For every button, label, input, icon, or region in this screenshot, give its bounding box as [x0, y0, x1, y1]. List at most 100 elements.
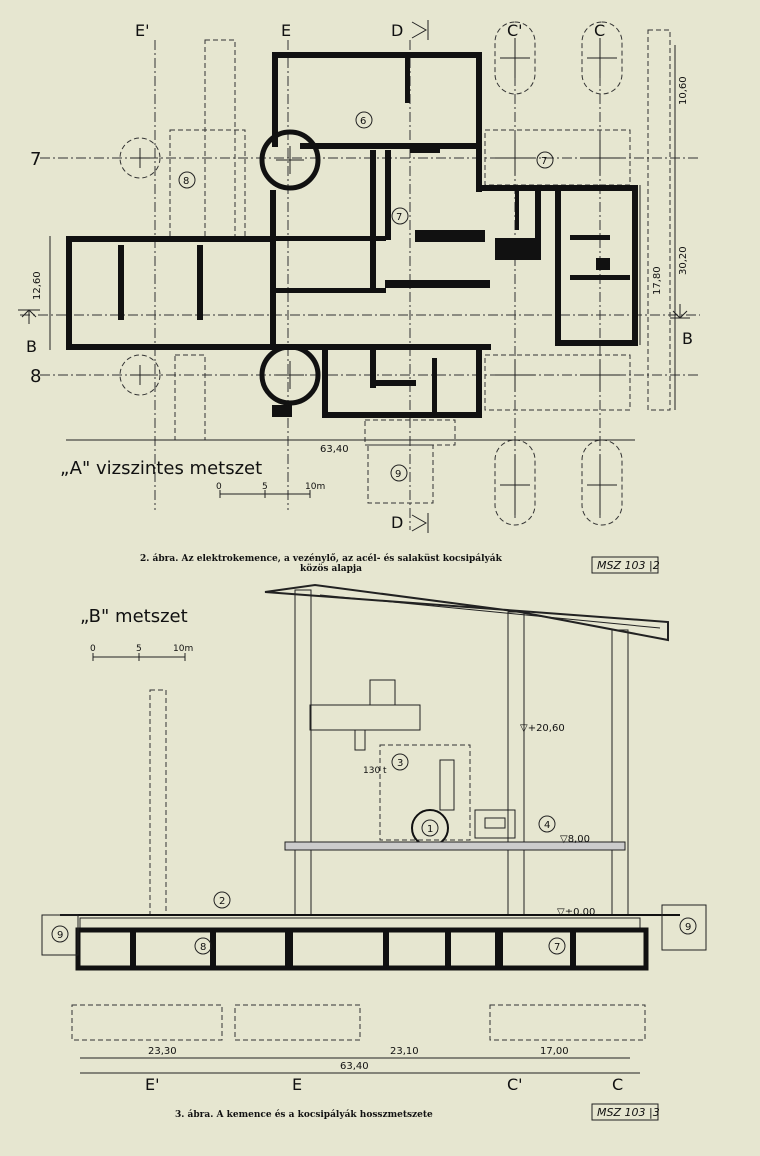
round-tower — [259, 129, 321, 191]
scale-zero: 0 — [216, 482, 222, 492]
wall — [376, 380, 416, 386]
wall — [632, 185, 638, 345]
wall — [272, 52, 482, 58]
figure-2-ref: MSZ 103 |2 — [597, 559, 660, 572]
section-arrow-icon — [411, 513, 429, 533]
figure-3-ref: MSZ 103 |3 — [597, 1106, 660, 1119]
room-marker — [536, 151, 554, 169]
column-footing — [119, 137, 161, 179]
axis-label-8: 8 — [30, 366, 41, 387]
section-axis-c: C — [612, 1075, 623, 1094]
item-marker — [679, 917, 697, 935]
wall — [370, 150, 376, 290]
wall — [555, 185, 561, 345]
scale-end: 10m — [305, 482, 325, 492]
section-axis-e-prime: E' — [145, 1075, 160, 1094]
end-pit — [41, 914, 79, 956]
room-marker — [390, 464, 408, 482]
item-8-label: 8 — [200, 942, 206, 953]
wall — [405, 58, 410, 103]
dim-23-30: 23,30 — [148, 1046, 177, 1057]
wall — [480, 185, 560, 191]
foundation-outline — [174, 354, 206, 441]
dim-right-depth: 17,80 — [652, 266, 663, 295]
level-8-00: ▽8,00 — [560, 834, 590, 845]
wall — [570, 275, 630, 280]
crane-girder — [309, 704, 421, 731]
section-label-b-left: B — [26, 337, 37, 356]
wall — [66, 236, 276, 242]
wall — [432, 358, 437, 413]
footing — [71, 1004, 223, 1041]
section-title: „B" metszet — [80, 606, 188, 627]
column — [611, 629, 629, 916]
column — [294, 589, 312, 916]
wall — [276, 236, 386, 241]
level-20-60: ▽+20,60 — [520, 723, 565, 734]
figure-3-ref-box — [591, 1103, 659, 1121]
floor-slab — [79, 917, 641, 929]
wall — [370, 348, 376, 388]
item-1-label: 1 — [427, 824, 433, 835]
section-scale-end: 10m — [173, 644, 193, 654]
footing — [489, 1004, 646, 1041]
axis-label-e: E — [281, 21, 291, 40]
scale-mid: 5 — [262, 482, 268, 492]
room-7a-label: 7 — [541, 156, 547, 167]
room-marker — [355, 111, 373, 129]
room-7b-label: 7 — [396, 212, 402, 223]
section-arrow-icon — [18, 309, 40, 324]
room-8-label: 8 — [183, 176, 189, 187]
beam-rib — [570, 930, 576, 968]
wall — [495, 238, 535, 260]
section-scale-mid: 5 — [136, 644, 142, 654]
wall — [66, 344, 276, 350]
scale-bar — [92, 653, 186, 661]
section-axis-c-prime: C' — [507, 1075, 523, 1094]
longitudinal-section — [41, 583, 707, 1074]
electrode — [439, 759, 455, 811]
wall — [476, 348, 482, 418]
beam-rib — [445, 930, 451, 968]
crane-hook — [369, 679, 396, 706]
platform — [284, 841, 626, 851]
foundation-beam — [75, 927, 649, 971]
section-label-b-right: B — [682, 329, 693, 348]
axis-label-c: C — [594, 21, 605, 40]
beam-rib — [130, 930, 136, 968]
wall — [270, 190, 276, 350]
wall — [535, 190, 541, 260]
figure-2-caption: 2. ábra. Az elektrokemence, a vezénylő, … — [140, 553, 503, 564]
section-axis-e: E — [292, 1075, 302, 1094]
axis-label-c-prime: C' — [507, 21, 523, 40]
scale-bar — [219, 490, 311, 498]
wall — [476, 52, 482, 192]
section-arrow-icon — [670, 304, 690, 319]
dim-17-00: 17,00 — [540, 1046, 569, 1057]
foundation-outline — [581, 439, 623, 526]
roof — [264, 583, 669, 642]
level-0-00: ▽±0,00 — [557, 907, 595, 918]
item-3-label: 3 — [397, 758, 403, 769]
figure-3-caption: 3. ábra. A kemence és a kocsipályák hoss… — [175, 1109, 433, 1120]
item-marker — [421, 819, 439, 837]
item-marker — [213, 891, 231, 909]
wall — [118, 245, 124, 320]
wall — [322, 412, 482, 418]
figure-2-caption-line2: közös alapja — [300, 563, 362, 574]
wall — [596, 258, 610, 270]
wall — [276, 344, 491, 350]
footing — [234, 1004, 361, 1041]
item-2-label: 2 — [219, 896, 225, 907]
foundation-outline — [169, 129, 246, 241]
axis-label-7: 7 — [30, 149, 41, 170]
column-marks — [130, 38, 620, 515]
item-9b-label: 9 — [685, 922, 691, 933]
foundation-outline — [647, 29, 671, 411]
room-6-label: 6 — [360, 116, 366, 127]
beam-rib — [210, 930, 216, 968]
dim-top-gap: 10,60 — [678, 76, 689, 105]
foundation-outline — [581, 21, 623, 95]
crane-capacity: 130 t — [363, 766, 387, 776]
